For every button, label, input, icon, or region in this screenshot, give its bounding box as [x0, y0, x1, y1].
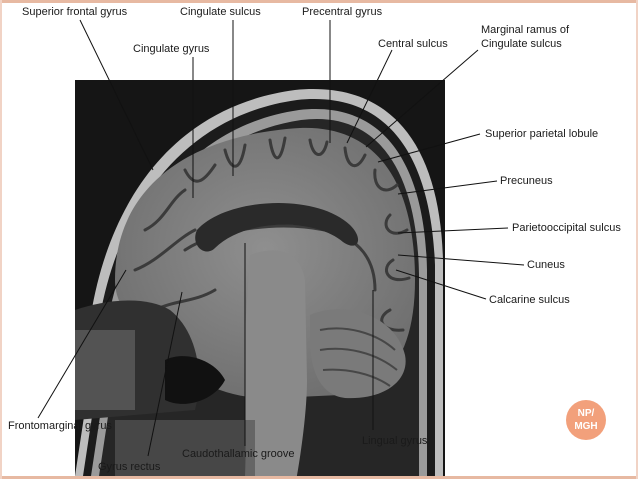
label-caudothallamic-groove: Caudothallamic groove [182, 448, 295, 460]
mri-sagittal-image [75, 80, 445, 476]
label-superior-frontal-gyrus: Superior frontal gyrus [22, 6, 128, 18]
label-lingual-gyrus: Lingual gyrus [362, 435, 428, 447]
np-mgh-badge: NP/ MGH [566, 400, 606, 440]
label-cingulate-sulcus: Cingulate sulcus [180, 6, 261, 18]
label-precentral-gyrus: Precentral gyrus [302, 6, 383, 18]
right-border [636, 0, 638, 479]
top-border [0, 0, 638, 3]
label-precuneus: Precuneus [500, 175, 553, 187]
badge-line1: NP/ [577, 408, 595, 419]
left-border [0, 0, 2, 479]
label-gyrus-rectus: Gyrus rectus [98, 461, 161, 473]
label-marginal-ramus-line1: Marginal ramus of [481, 24, 570, 36]
label-cuneus: Cuneus [527, 259, 565, 271]
label-superior-parietal-lobule: Superior parietal lobule [485, 128, 599, 140]
label-frontomarginal-gyrus: Frontomarginal gyrus [8, 420, 112, 432]
label-marginal-ramus-line2: Cingulate sulcus [481, 38, 562, 50]
label-central-sulcus: Central sulcus [378, 38, 448, 50]
label-calcarine-sulcus: Calcarine sulcus [489, 294, 570, 306]
label-parietooccipital-sulcus: Parietooccipital sulcus [512, 222, 621, 234]
badge-line2: MGH [574, 421, 598, 432]
label-cingulate-gyrus: Cingulate gyrus [133, 43, 210, 55]
bottom-border [0, 476, 638, 479]
